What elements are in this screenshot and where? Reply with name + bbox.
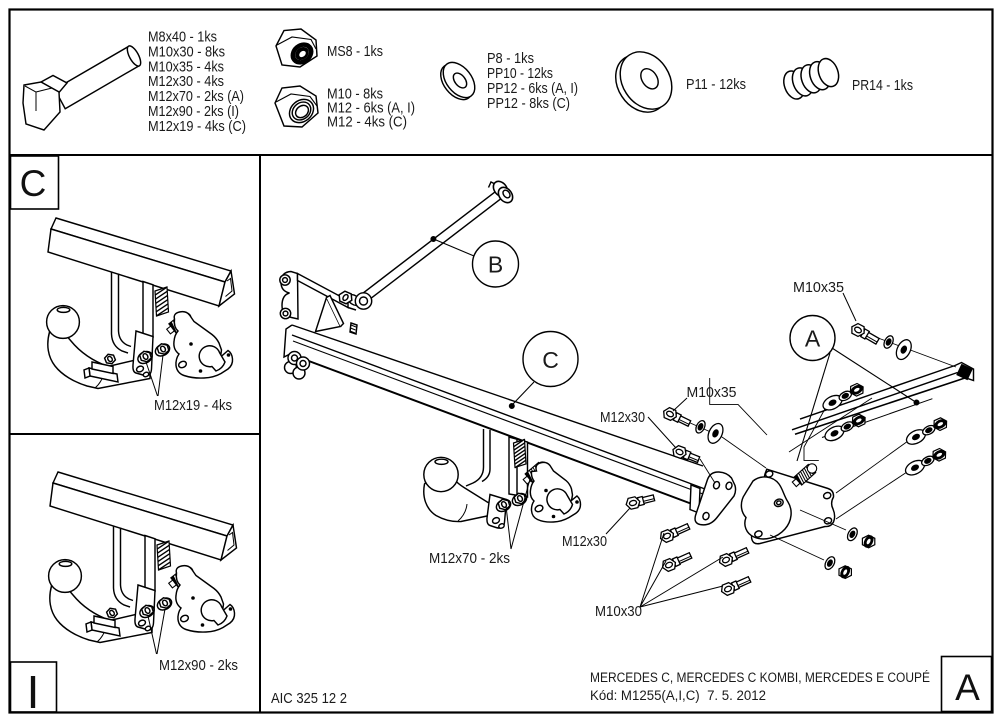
svg-text:P11 - 12ks: P11 - 12ks — [686, 76, 746, 93]
svg-text:M12x70 - 2ks (A): M12x70 - 2ks (A) — [148, 88, 244, 105]
svg-text:PR14 - 1ks: PR14 - 1ks — [852, 77, 913, 94]
svg-text:Kód: M1255(A,I,C) 7. 5. 2012: Kód: M1255(A,I,C) 7. 5. 2012 — [590, 688, 766, 703]
svg-text:M12x70 - 2ks: M12x70 - 2ks — [429, 550, 510, 567]
svg-text:M10x30: M10x30 — [595, 603, 642, 620]
svg-text:MERCEDES C, MERCEDES C KOMBI,: MERCEDES C, MERCEDES C KOMBI, MERCEDES E… — [590, 670, 930, 685]
svg-text:MS8 - 1ks: MS8 - 1ks — [327, 43, 383, 60]
svg-text:A: A — [805, 326, 821, 352]
svg-text:M12x30: M12x30 — [600, 409, 645, 426]
svg-text:M12 - 4ks (C): M12 - 4ks (C) — [327, 114, 407, 131]
svg-text:PP12 - 8ks (C): PP12 - 8ks (C) — [487, 95, 570, 112]
svg-text:M12x30 - 4ks: M12x30 - 4ks — [148, 73, 224, 90]
svg-text:C: C — [20, 163, 47, 204]
svg-text:M10x35 - 4ks: M10x35 - 4ks — [148, 58, 224, 75]
svg-text:M12x30: M12x30 — [562, 533, 607, 550]
svg-text:M12x19 - 4ks (C): M12x19 - 4ks (C) — [148, 118, 246, 135]
svg-text:M10x35: M10x35 — [687, 384, 737, 401]
svg-text:M10 - 8ks: M10 - 8ks — [327, 86, 383, 103]
svg-text:PP12 - 6ks (A, I): PP12 - 6ks (A, I) — [487, 80, 578, 97]
svg-text:A: A — [955, 667, 980, 708]
svg-text:M8x40 - 1ks: M8x40 - 1ks — [148, 29, 217, 46]
svg-text:M12x90 - 2ks: M12x90 - 2ks — [159, 657, 238, 674]
svg-text:M12x90 - 2ks (I): M12x90 - 2ks (I) — [148, 103, 239, 120]
svg-text:P8 - 1ks: P8 - 1ks — [487, 50, 534, 67]
svg-text:C: C — [542, 347, 559, 373]
svg-text:M10x30 - 8ks: M10x30 - 8ks — [148, 43, 225, 60]
svg-text:M12x19 - 4ks: M12x19 - 4ks — [154, 397, 232, 414]
svg-text:B: B — [488, 252, 503, 278]
svg-text:M10x35: M10x35 — [793, 279, 844, 296]
svg-text:M12 - 6ks (A, I): M12 - 6ks (A, I) — [327, 100, 415, 117]
svg-text:AIC 325 12 2: AIC 325 12 2 — [271, 691, 347, 707]
svg-text:PP10 - 12ks: PP10 - 12ks — [487, 65, 553, 82]
svg-text:I: I — [27, 666, 40, 718]
